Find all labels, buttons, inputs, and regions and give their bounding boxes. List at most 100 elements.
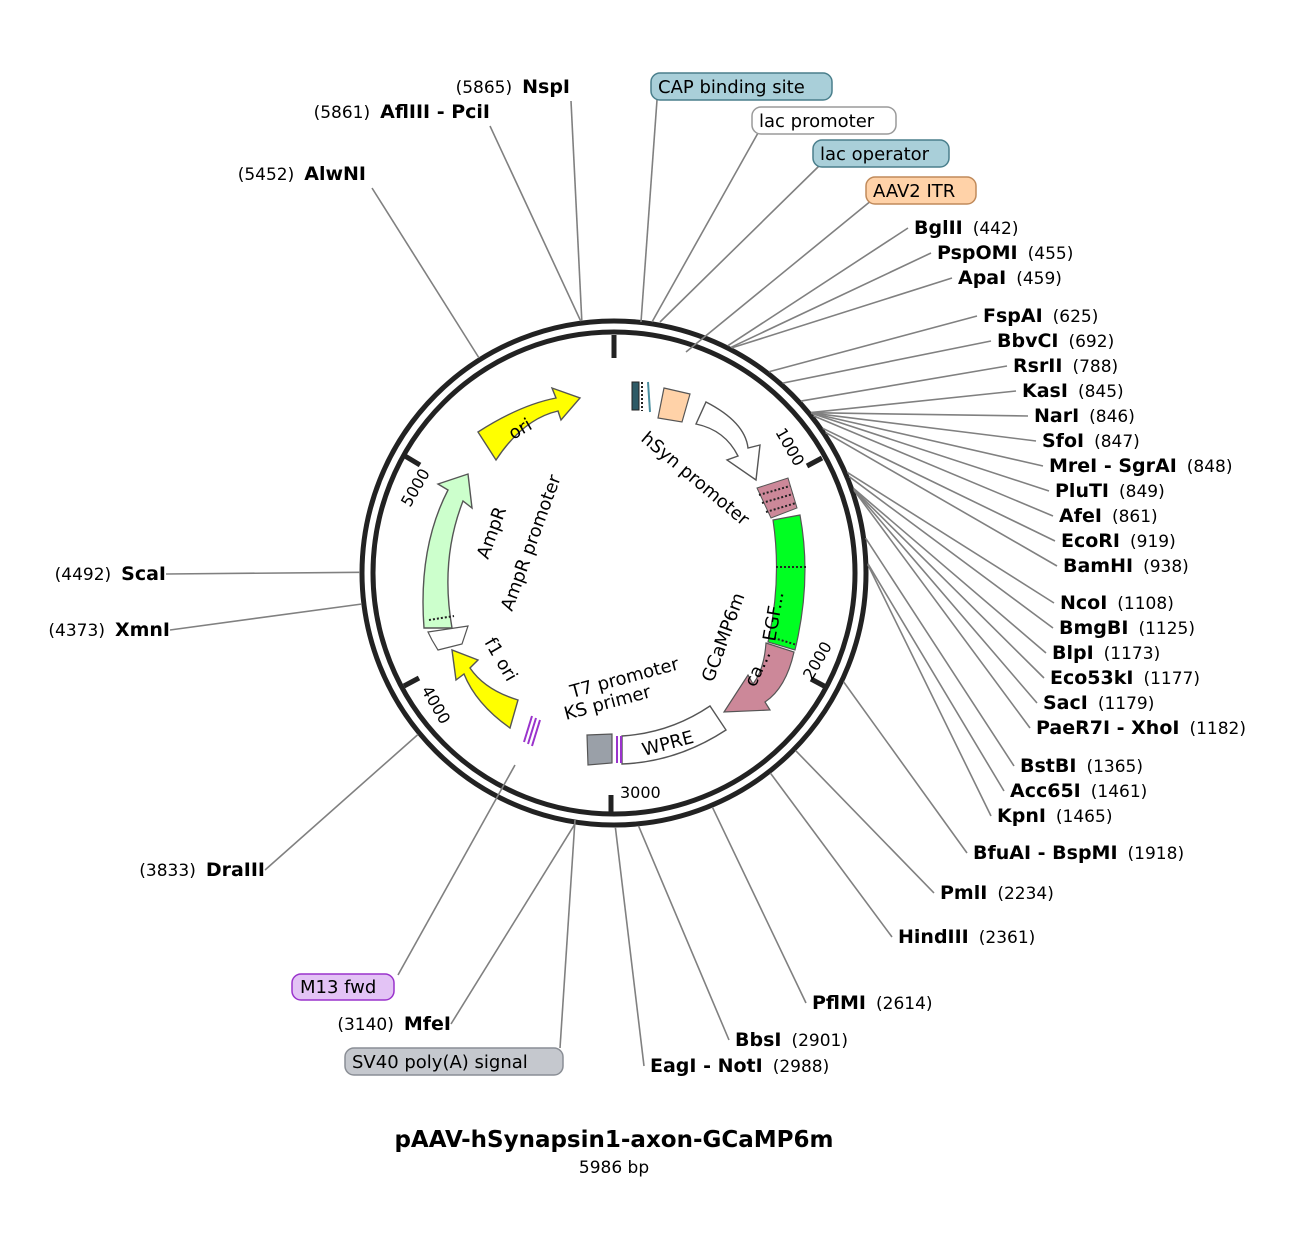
enzyme-nspi[interactable]: (5865)NspI: [456, 76, 570, 98]
tick-label-1000: 1000: [772, 425, 809, 470]
enzyme-labels: BglII(442) PspOMI(455) ApaI(459) FspAI(625)…: [48, 76, 1246, 1077]
enzyme-kpni[interactable]: KpnI(1465): [997, 805, 1112, 827]
enzyme-name: ScaI: [121, 563, 166, 585]
enzyme-position: (2988): [773, 1057, 830, 1077]
enzyme-bmgbi[interactable]: BmgBI(1125): [1059, 617, 1195, 639]
enzyme-ecori[interactable]: EcoRI(919): [1061, 530, 1176, 552]
enzyme-fspai[interactable]: FspAI(625): [983, 305, 1098, 327]
enzyme-saci[interactable]: SacI(1179): [1043, 692, 1154, 714]
enzyme-position: (1108): [1117, 594, 1174, 614]
enzyme-position: (1125): [1138, 619, 1195, 639]
enzyme-rsrii[interactable]: RsrII(788): [1013, 355, 1118, 377]
plasmid-title: pAAV-hSynapsin1-axon-GCaMP6m: [394, 1127, 833, 1153]
enzyme-eagi-noti[interactable]: EagI - NotI(2988): [650, 1055, 829, 1077]
enzyme-sfoi[interactable]: SfoI (847): [1042, 430, 1140, 452]
enzyme-position: (1177): [1143, 669, 1200, 689]
enzyme-name: PmlI: [940, 882, 987, 904]
sv40-polya-signal-box[interactable]: SV40 poly(A) signal: [344, 1047, 564, 1076]
f1-ori-feature: [451, 648, 519, 730]
cap-binding-site-box[interactable]: CAP binding site: [650, 72, 833, 101]
enzyme-name: NarI: [1034, 405, 1079, 427]
enzyme-afliii-pcii[interactable]: (5861) AflIII - PciI: [314, 101, 490, 123]
enzyme-hindiii[interactable]: HindIII(2361): [898, 926, 1035, 948]
leader-lines: [165, 99, 1058, 1067]
enzyme-name: NcoI: [1060, 592, 1107, 614]
leader-apai: [731, 277, 953, 349]
small-hatched-feature: [756, 477, 798, 519]
enzyme-alwni[interactable]: (5452)AlwNI: [238, 163, 366, 185]
enzyme-xmni[interactable]: (4373) XmnI: [48, 619, 170, 641]
enzyme-pmli[interactable]: PmlI (2234): [940, 882, 1054, 904]
enzyme-ncoi[interactable]: NcoI (1108): [1060, 592, 1174, 614]
enzyme-name: NspI: [522, 76, 570, 98]
egf-feature: [767, 514, 806, 651]
cap-binding-site-feature: [631, 381, 640, 411]
enzyme-paer7i-xhoi[interactable]: PaeR7I - XhoI(1182): [1036, 717, 1246, 739]
enzyme-name: KasI: [1022, 380, 1068, 402]
enzyme-position: (2614): [876, 994, 933, 1014]
enzyme-apai[interactable]: ApaI(459): [958, 267, 1062, 289]
lac-promoter-box[interactable]: lac promoter: [751, 106, 897, 135]
enzyme-mrei-sgrai[interactable]: MreI - SgrAI(848): [1049, 455, 1233, 477]
leader-alwni: [371, 187, 480, 359]
enzyme-position: (625): [1053, 307, 1099, 327]
enzyme-mfei[interactable]: (3140)MfeI: [337, 1013, 451, 1035]
enzyme-name: XmnI: [115, 619, 170, 641]
enzyme-position: (1465): [1056, 807, 1113, 827]
features: ori hSyn promoter EGF... GCaMP6m ca... W…: [422, 381, 806, 766]
leader-bbsi: [637, 825, 730, 1041]
leader-pflmi: [711, 806, 807, 1004]
enzyme-name: SfoI: [1042, 430, 1084, 452]
enzyme-pspomi[interactable]: PspOMI(455): [937, 242, 1073, 264]
enzyme-bglii[interactable]: BglII(442): [914, 217, 1018, 239]
enzyme-bamhi[interactable]: BamHI(938): [1063, 555, 1189, 577]
enzyme-kasi[interactable]: KasI (845): [1022, 380, 1124, 402]
enzyme-bbsi[interactable]: BbsI(2901): [735, 1029, 848, 1051]
enzyme-blpi[interactable]: BlpI(1173): [1052, 642, 1160, 664]
enzyme-name: AflIII - PciI: [380, 101, 490, 123]
leader-sv40-polya: [559, 819, 576, 1049]
f1-ori-label: f1 ori: [480, 634, 522, 685]
enzyme-name: PluTI: [1055, 480, 1109, 502]
enzyme-name: BglII: [914, 217, 963, 239]
lac-operator-feature: [647, 381, 651, 413]
enzyme-name: PflMI: [812, 992, 866, 1014]
backbone: [359, 318, 869, 828]
enzyme-afei[interactable]: AfeI(861): [1059, 505, 1158, 527]
enzyme-pluti[interactable]: PluTI(849): [1055, 480, 1165, 502]
lac-operator-box[interactable]: lac operator: [812, 139, 950, 168]
enzyme-name: MfeI: [404, 1013, 451, 1035]
enzyme-position: (2234): [997, 884, 1054, 904]
ampr-promoter-label: AmpR promoter: [497, 472, 566, 614]
leader-mrei-sgrai: [811, 412, 1044, 467]
enzyme-bfuai-bspmi[interactable]: BfuAI - BspMI(1918): [973, 842, 1184, 864]
enzyme-scai[interactable]: (4492)ScaI: [55, 563, 166, 585]
enzyme-nari[interactable]: NarI(846): [1034, 405, 1135, 427]
leader-cap-binding-site: [640, 99, 658, 323]
svg-text:lac operator: lac operator: [820, 144, 930, 165]
tick-2000: [809, 676, 828, 690]
enzyme-pflmi[interactable]: PflMI (2614): [812, 992, 933, 1014]
enzyme-name: BbsI: [735, 1029, 781, 1051]
enzyme-position: (848): [1187, 457, 1233, 477]
m13-fwd-box[interactable]: M13 fwd: [291, 973, 395, 1001]
aav2-itr-box[interactable]: AAV2 ITR: [865, 176, 977, 205]
leader-afei: [813, 415, 1054, 517]
enzyme-position: (4373): [48, 621, 105, 641]
enzyme-name: AlwNI: [304, 163, 366, 185]
enzyme-draiii[interactable]: (3833)DraIII: [139, 859, 265, 881]
svg-text:M13 fwd: M13 fwd: [300, 977, 376, 998]
enzyme-position: (847): [1094, 432, 1140, 452]
enzyme-acc65i[interactable]: Acc65I(1461): [1010, 780, 1147, 802]
leader-afliii-pcii: [489, 125, 582, 322]
enzyme-position: (1461): [1091, 782, 1148, 802]
tick-5000: [403, 453, 422, 468]
enzyme-bbvci[interactable]: BbvCI(692): [997, 330, 1114, 352]
leader-pspomi: [730, 252, 932, 349]
enzyme-eco53ki[interactable]: Eco53kI(1177): [1050, 667, 1200, 689]
enzyme-position: (5861): [314, 103, 371, 123]
enzyme-position: (845): [1078, 382, 1124, 402]
enzyme-bstbi[interactable]: BstBI(1365): [1020, 755, 1143, 777]
enzyme-name: BfuAI - BspMI: [973, 842, 1118, 864]
